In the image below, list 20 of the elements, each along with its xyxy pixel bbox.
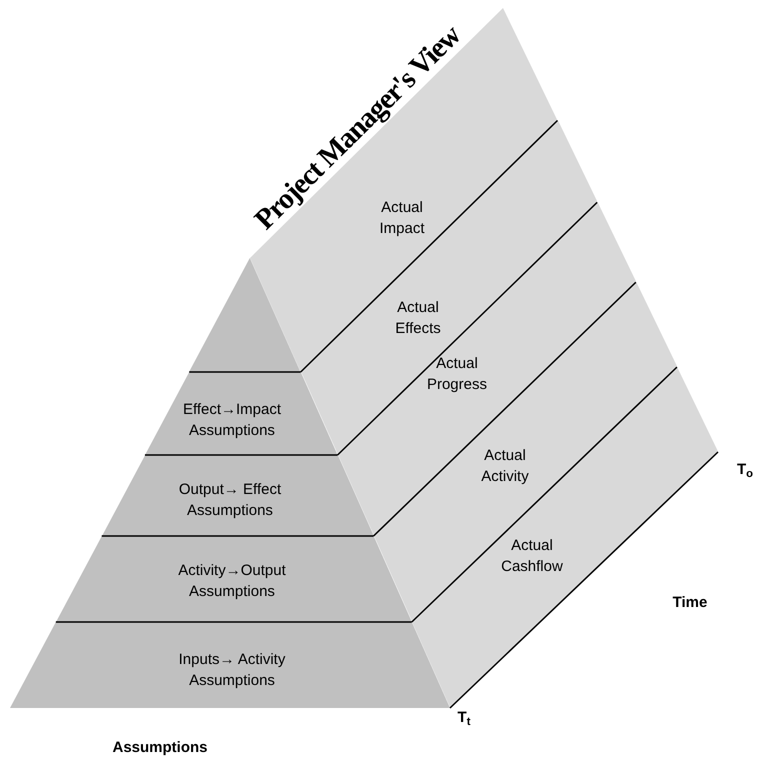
band-label: Activity→Output Assumptions bbox=[177, 561, 287, 602]
band-label: Effect→Impact Assumptions bbox=[182, 400, 282, 441]
pyramid-band bbox=[56, 536, 412, 622]
band-label: Actual Progress bbox=[426, 354, 488, 395]
band-label: Actual Cashflow bbox=[500, 536, 564, 577]
face-band bbox=[412, 367, 718, 708]
band-label: Actual Effects bbox=[394, 298, 442, 339]
band-label: Inputs→ Activity Assumptions bbox=[178, 650, 286, 691]
axis-label: Assumptions bbox=[112, 738, 208, 758]
time-marker: T$_{o}$ bbox=[736, 460, 754, 482]
band-label: Actual Impact bbox=[378, 198, 426, 239]
pyramid-band bbox=[10, 622, 450, 708]
pyramid-band bbox=[144, 372, 338, 455]
face-band bbox=[250, 8, 558, 372]
time-marker: T$_{t}$ bbox=[458, 708, 470, 730]
axis-label: Time bbox=[672, 592, 708, 613]
band-label: Output→ Effect Assumptions bbox=[178, 480, 282, 521]
band-label: Actual Activity bbox=[480, 446, 530, 487]
face-band bbox=[338, 202, 636, 536]
pyramid-band bbox=[102, 455, 374, 536]
